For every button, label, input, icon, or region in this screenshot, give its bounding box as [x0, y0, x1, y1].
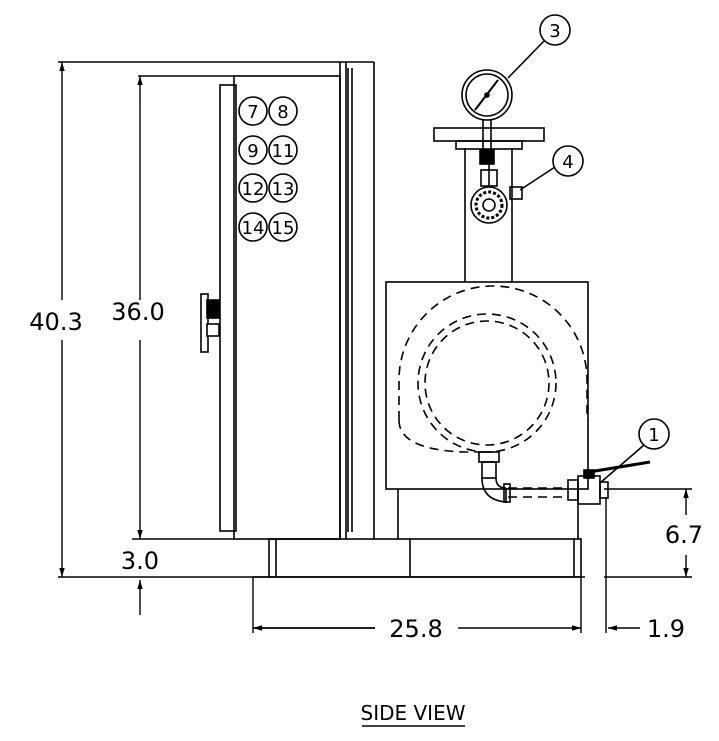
balloon-8: 8	[277, 102, 288, 123]
dim-overall-height: 40.3	[29, 308, 82, 336]
outlet-elbow	[478, 451, 511, 503]
tank-hidden-lines	[398, 285, 588, 498]
balloon-12: 12	[242, 179, 265, 200]
dim-base-width: 25.8	[389, 615, 442, 643]
balloon-3: 3	[549, 21, 560, 42]
dim-outlet-offset: 1.9	[647, 615, 685, 643]
sight-gauge	[470, 164, 523, 224]
balloon-1: 1	[648, 425, 659, 446]
dim-base-height: 3.0	[121, 547, 159, 575]
ball-valve	[567, 460, 651, 505]
control-cabinet	[219, 61, 375, 540]
door-handle	[200, 293, 220, 353]
base-skid	[253, 538, 585, 578]
balloon-7: 7	[247, 102, 258, 123]
balloon-9: 9	[247, 141, 258, 162]
balloon-14: 14	[242, 218, 265, 239]
view-title: SIDE VIEW	[361, 701, 466, 725]
balloon-11: 11	[272, 141, 295, 162]
balloon-15: 15	[272, 218, 295, 239]
dim-outlet-height: 6.7	[665, 521, 703, 549]
dimension-lines	[58, 61, 692, 633]
balloon-4: 4	[562, 152, 573, 173]
dim-cabinet-height: 36.0	[111, 298, 164, 326]
riser-column	[433, 127, 545, 282]
balloon-13: 13	[272, 179, 295, 200]
pressure-gauge	[461, 69, 513, 165]
balloon-group	[238, 14, 670, 484]
